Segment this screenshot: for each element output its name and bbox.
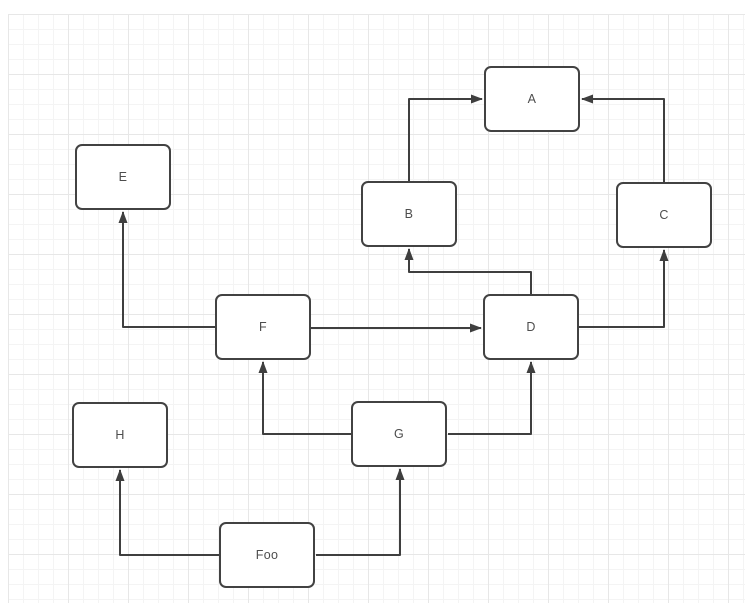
node-E[interactable]: E xyxy=(75,144,171,210)
node-Foo[interactable]: Foo xyxy=(219,522,315,588)
node-label: H xyxy=(115,427,125,442)
node-label: Foo xyxy=(255,547,279,562)
node-D[interactable]: D xyxy=(483,294,579,360)
edge-B-A[interactable] xyxy=(408,94,483,181)
node-F[interactable]: F xyxy=(215,294,311,360)
edge-Foo-G[interactable] xyxy=(316,468,405,556)
node-H[interactable]: H xyxy=(72,402,168,468)
node-label: A xyxy=(527,91,537,106)
edge-F-E[interactable] xyxy=(118,211,215,328)
edge-Foo-H[interactable] xyxy=(115,469,219,556)
node-label: D xyxy=(526,319,536,334)
node-B[interactable]: B xyxy=(361,181,457,247)
edge-C-A[interactable] xyxy=(581,94,665,182)
edge-G-D[interactable] xyxy=(448,361,536,435)
node-A[interactable]: A xyxy=(484,66,580,132)
edge-D-B[interactable] xyxy=(404,248,532,294)
node-label: F xyxy=(259,319,267,334)
edge-G-F[interactable] xyxy=(258,361,351,435)
node-G[interactable]: G xyxy=(351,401,447,467)
edge-D-C[interactable] xyxy=(579,249,669,328)
node-label: E xyxy=(118,169,128,184)
node-label: G xyxy=(393,426,405,441)
node-label: B xyxy=(404,206,414,221)
node-label: C xyxy=(659,207,669,222)
node-C[interactable]: C xyxy=(616,182,712,248)
